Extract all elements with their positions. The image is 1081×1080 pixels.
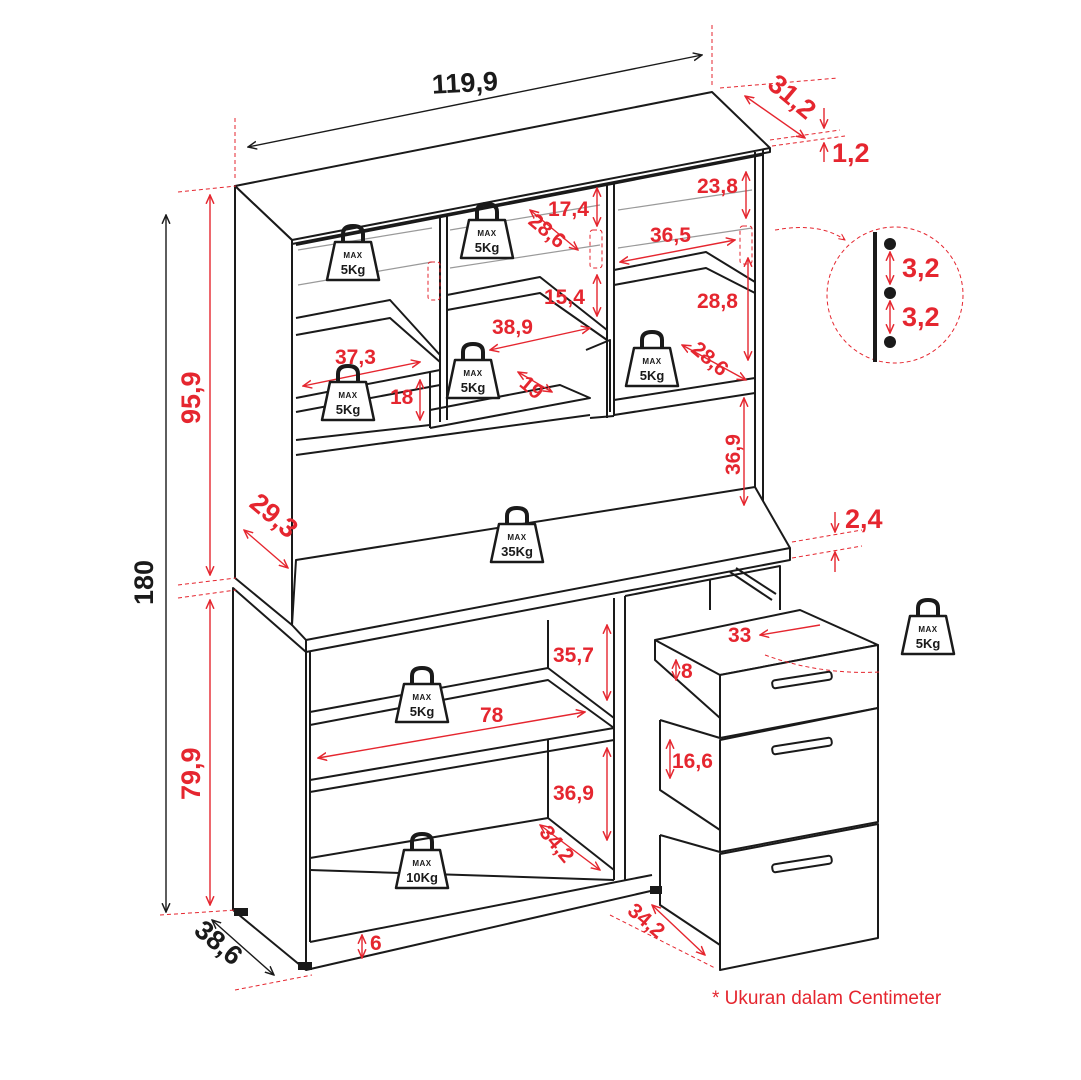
weight-icon: MAX 5Kg	[325, 224, 381, 282]
label-28-8: 28,8	[697, 290, 738, 313]
svg-text:5Kg: 5Kg	[916, 636, 941, 651]
svg-text:MAX: MAX	[918, 625, 937, 634]
label-counter-thickness: 2,4	[845, 504, 883, 534]
svg-text:MAX: MAX	[412, 693, 431, 702]
svg-text:MAX: MAX	[412, 859, 431, 868]
label-37-3: 37,3	[335, 346, 376, 369]
label-depth-top: 31,2	[762, 68, 822, 125]
svg-text:5Kg: 5Kg	[410, 704, 435, 719]
weight-icon: MAX 5Kg	[459, 202, 515, 260]
weight-icon: MAX 5Kg	[624, 330, 680, 388]
weight-icon: MAX 35Kg	[489, 506, 545, 564]
weight-icon: MAX 5Kg	[320, 364, 376, 422]
label-total-height: 180	[129, 560, 159, 605]
label-36-5: 36,5	[650, 224, 691, 247]
svg-text:5Kg: 5Kg	[336, 402, 361, 417]
svg-text:MAX: MAX	[338, 391, 357, 400]
weight-icon: MAX 10Kg	[394, 832, 450, 890]
weight-icon: MAX 5Kg	[900, 598, 956, 656]
label-8: 8	[681, 660, 693, 683]
label-34-2-lower: 34,2	[535, 821, 579, 867]
label-top-thickness: 1,2	[832, 138, 870, 168]
label-15-4: 15,4	[544, 286, 585, 309]
svg-text:5Kg: 5Kg	[640, 368, 665, 383]
svg-text:5Kg: 5Kg	[475, 240, 500, 255]
svg-text:MAX: MAX	[507, 533, 526, 542]
weight-badges: MAX 5Kg MAX 5Kg MAX 5Kg MAX 5Kg MAX 5Kg …	[320, 202, 956, 890]
svg-text:10Kg: 10Kg	[406, 870, 438, 885]
svg-text:35Kg: 35Kg	[501, 544, 533, 559]
svg-text:MAX: MAX	[642, 357, 661, 366]
label-17-4: 17,4	[548, 198, 589, 221]
label-19: 19	[515, 372, 548, 405]
units-note: * Ukuran dalam Centimeter	[712, 988, 942, 1009]
label-35-7: 35,7	[553, 644, 594, 667]
svg-text:5Kg: 5Kg	[341, 262, 366, 277]
label-lower-height: 79,9	[176, 747, 206, 800]
label-base-depth: 38,6	[189, 914, 249, 971]
label-upper-height: 95,9	[176, 371, 206, 424]
label-33: 33	[728, 624, 751, 647]
svg-text:5Kg: 5Kg	[461, 380, 486, 395]
label-36-9-lower: 36,9	[553, 782, 594, 805]
svg-text:MAX: MAX	[343, 251, 362, 260]
label-hole-spacing-1: 3,2	[902, 253, 940, 283]
weight-icon: MAX 5Kg	[394, 666, 450, 724]
label-6: 6	[370, 932, 382, 955]
label-total-width: 119,9	[431, 66, 499, 99]
hole-spacing-detail	[774, 226, 964, 364]
label-hole-spacing-2: 3,2	[902, 302, 940, 332]
dimension-lines	[159, 25, 881, 991]
label-16-6: 16,6	[672, 750, 713, 773]
weight-icon: MAX 5Kg	[445, 342, 501, 400]
label-38-9: 38,9	[492, 316, 533, 339]
svg-text:MAX: MAX	[477, 229, 496, 238]
label-78: 78	[480, 704, 504, 727]
label-36-9-upper: 36,9	[722, 434, 745, 475]
svg-text:MAX: MAX	[463, 369, 482, 378]
label-18: 18	[390, 386, 414, 409]
label-28-6-b: 28,6	[687, 337, 733, 381]
label-23-8: 23,8	[697, 175, 738, 198]
